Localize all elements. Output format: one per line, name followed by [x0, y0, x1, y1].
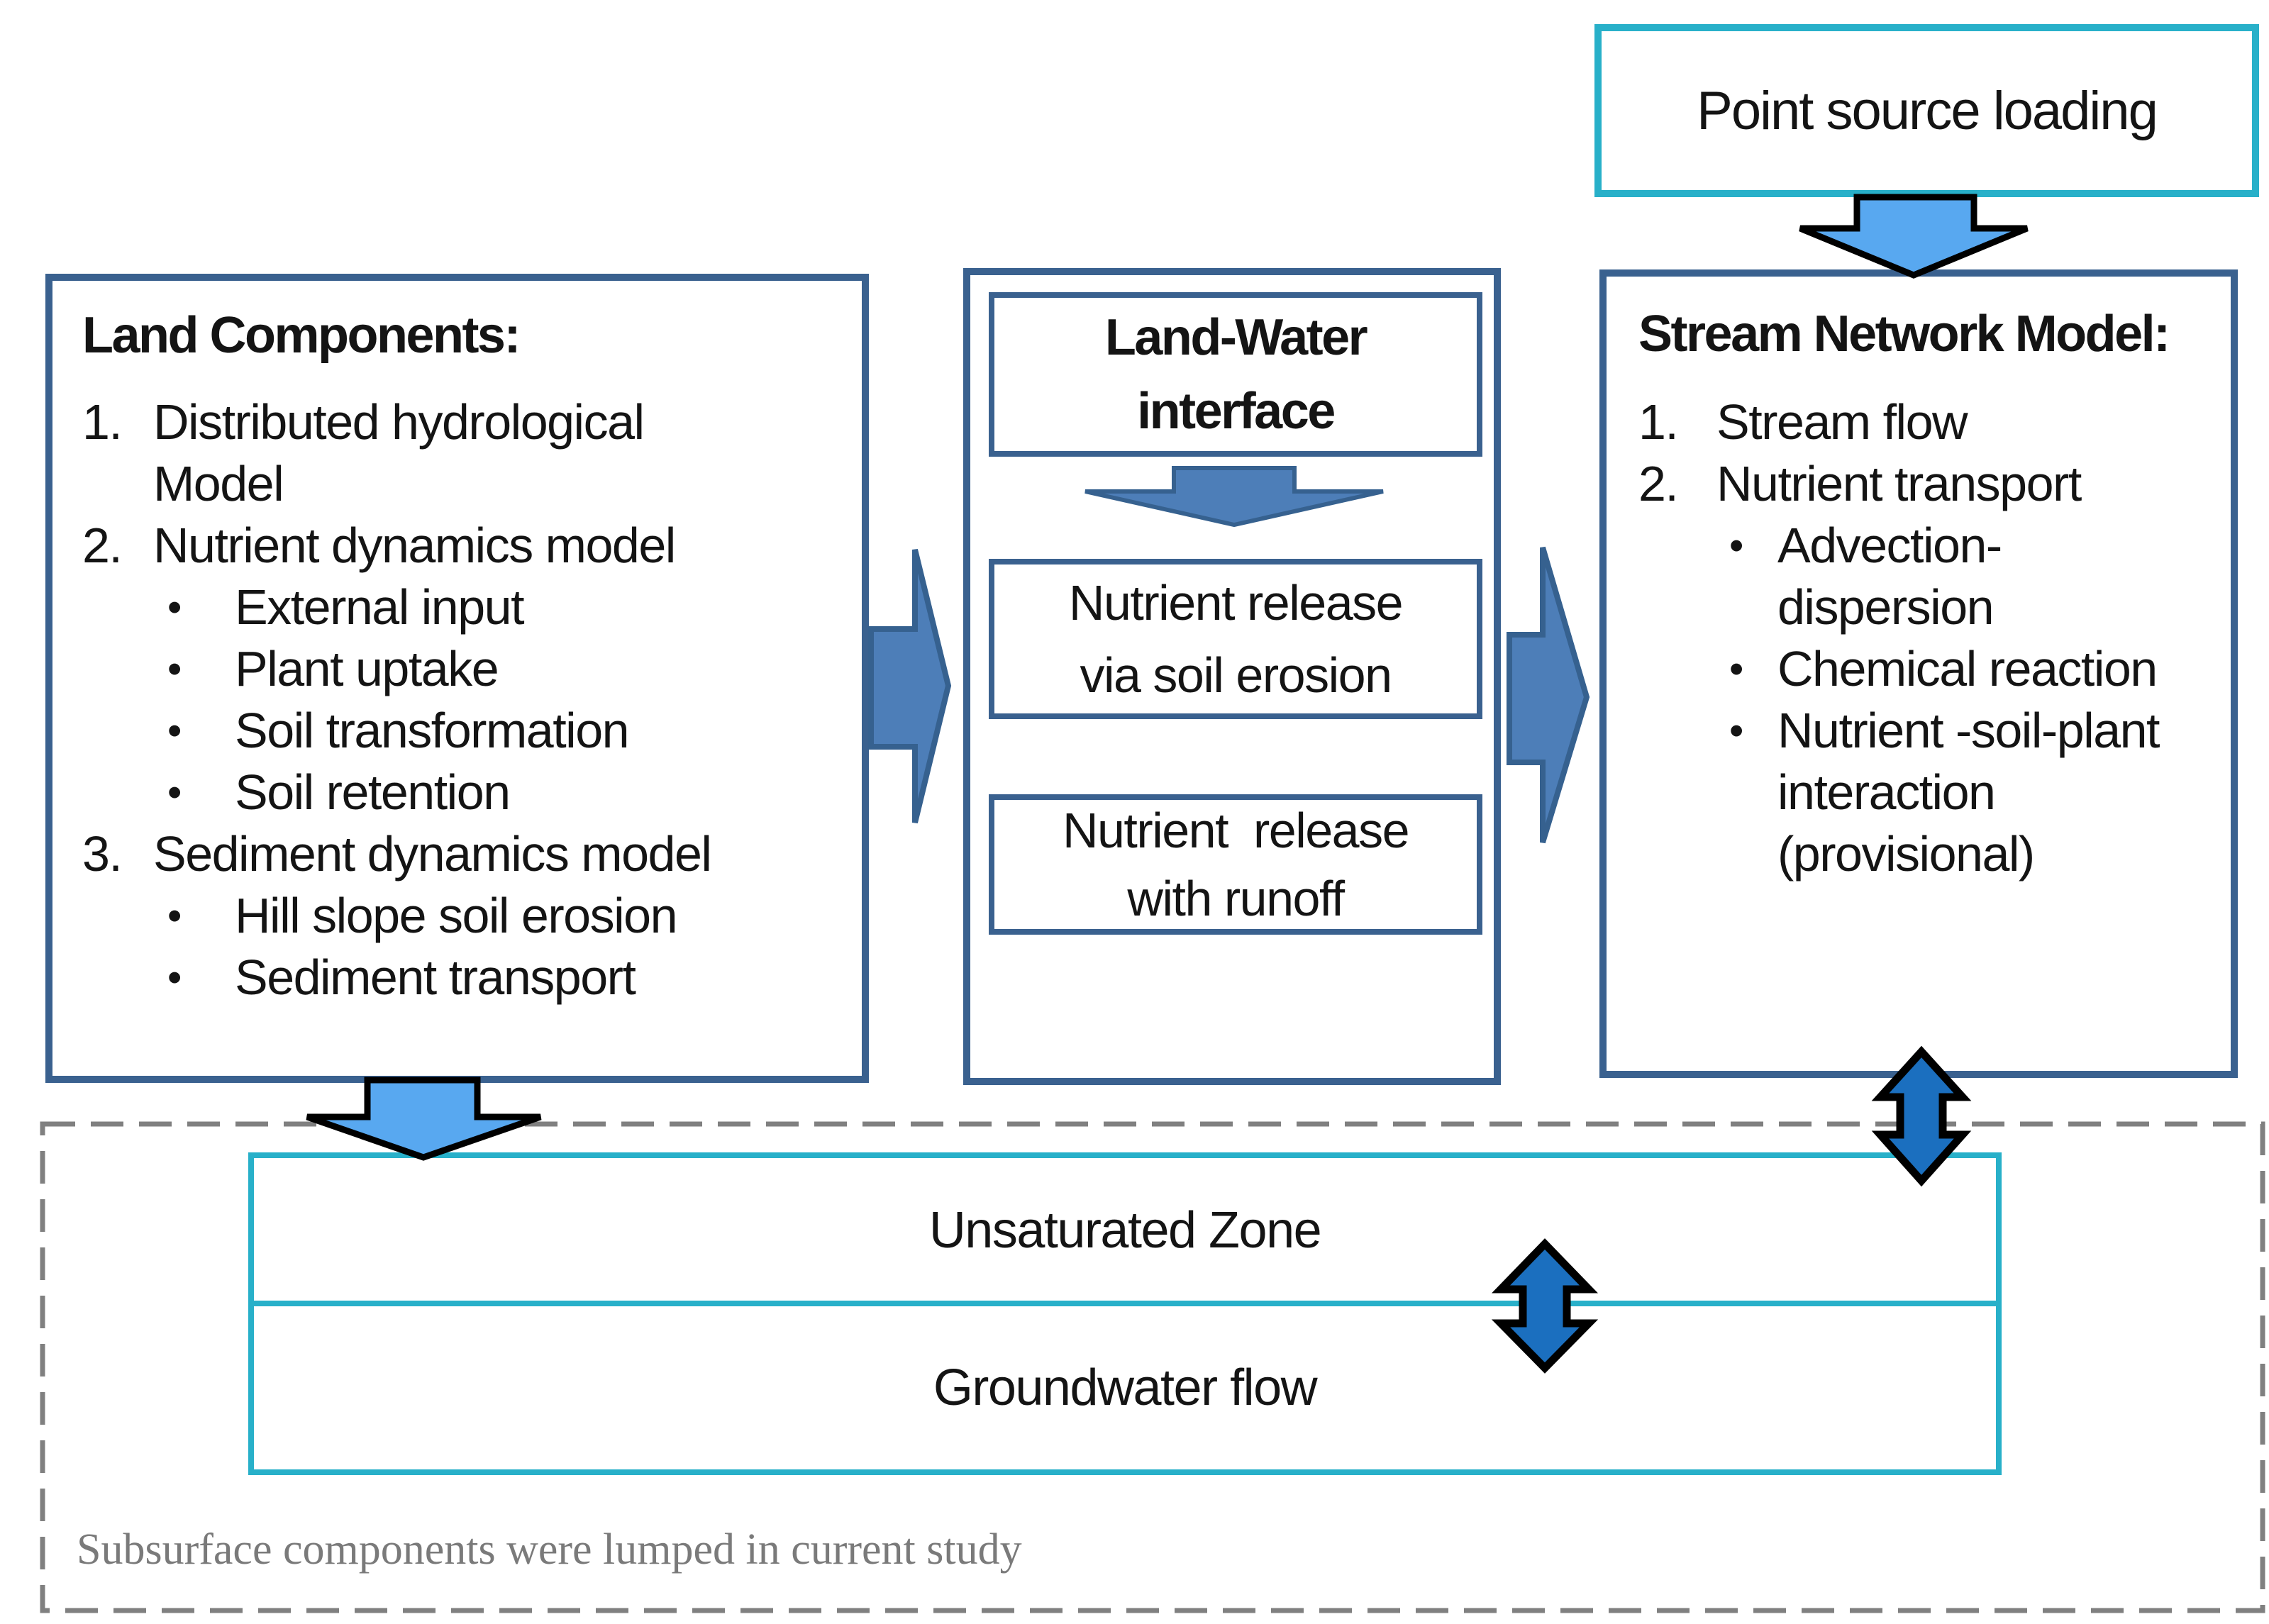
- land-components-box: Land Components: 1.Distributed hydrologi…: [45, 274, 869, 1083]
- list-item: •Soil transformation: [167, 703, 630, 758]
- stream-network-model-list: 1.Stream flow 2.Nutrient transport •Adve…: [1638, 391, 2220, 885]
- list-item: 2.Nutrient transport: [1638, 456, 2082, 511]
- list-item: 1.Stream flow: [1638, 394, 1968, 450]
- point-source-loading-box: Point source loading: [1594, 24, 2259, 197]
- list-item: •Plant uptake: [167, 641, 499, 696]
- land-to-interface-arrow-icon: [868, 549, 952, 823]
- list-item: •External input: [167, 579, 525, 635]
- subsurface-zones-box: Unsaturated Zone Groundwater flow: [248, 1152, 2002, 1475]
- list-item: •Sediment transport: [167, 950, 636, 1005]
- list-item: •Nutrient -soil-plant: [1729, 703, 2160, 758]
- land-components-title: Land Components:: [82, 307, 521, 364]
- land-components-list: 1.Distributed hydrological Model 2.Nutri…: [82, 391, 848, 1008]
- list-item: •Chemical reaction: [1729, 641, 2158, 696]
- nutrient-release-soil-erosion-box: Nutrient release via soil erosion: [989, 559, 1482, 719]
- land-water-interface-outer-box: Land-Water interface Nutrient release vi…: [963, 268, 1501, 1085]
- list-item: 3.Sediment dynamics model: [82, 826, 712, 881]
- list-item: •Hill slope soil erosion: [167, 888, 678, 943]
- point-source-down-arrow-icon: [1799, 194, 2029, 279]
- subsurface-note: Subsurface components were lumped in cur…: [77, 1525, 1022, 1574]
- list-item: •Advection-: [1729, 518, 2002, 573]
- zone-divider-line: [254, 1301, 1996, 1306]
- list-item: dispersion: [1777, 579, 1995, 635]
- interface-to-stream-arrow-icon: [1507, 546, 1590, 844]
- groundwater-flow-label: Groundwater flow: [933, 1359, 1318, 1416]
- land-water-interface-title-line1: Land-Water: [1104, 309, 1368, 366]
- land-to-subsurface-arrow-icon: [306, 1077, 542, 1161]
- land-water-interface-title-line2: interface: [1137, 383, 1336, 440]
- point-source-loading-label: Point source loading: [1697, 80, 2158, 141]
- nutrient-release-runoff-box: Nutrient release with runoff: [989, 794, 1482, 935]
- list-item: Model: [153, 456, 284, 511]
- list-item: 2.Nutrient dynamics model: [82, 518, 676, 573]
- unsaturated-zone-label: Unsaturated Zone: [928, 1202, 1322, 1259]
- list-item: (provisional): [1777, 826, 2035, 881]
- stream-network-model-title: Stream Network Model:: [1638, 306, 2170, 362]
- list-item: 1.Distributed hydrological: [82, 394, 645, 450]
- list-item: interaction: [1777, 764, 1996, 820]
- land-water-interface-title-box: Land-Water interface: [989, 292, 1482, 457]
- stream-network-model-box: Stream Network Model: 1.Stream flow 2.Nu…: [1599, 269, 2238, 1078]
- list-item: •Soil retention: [167, 764, 511, 820]
